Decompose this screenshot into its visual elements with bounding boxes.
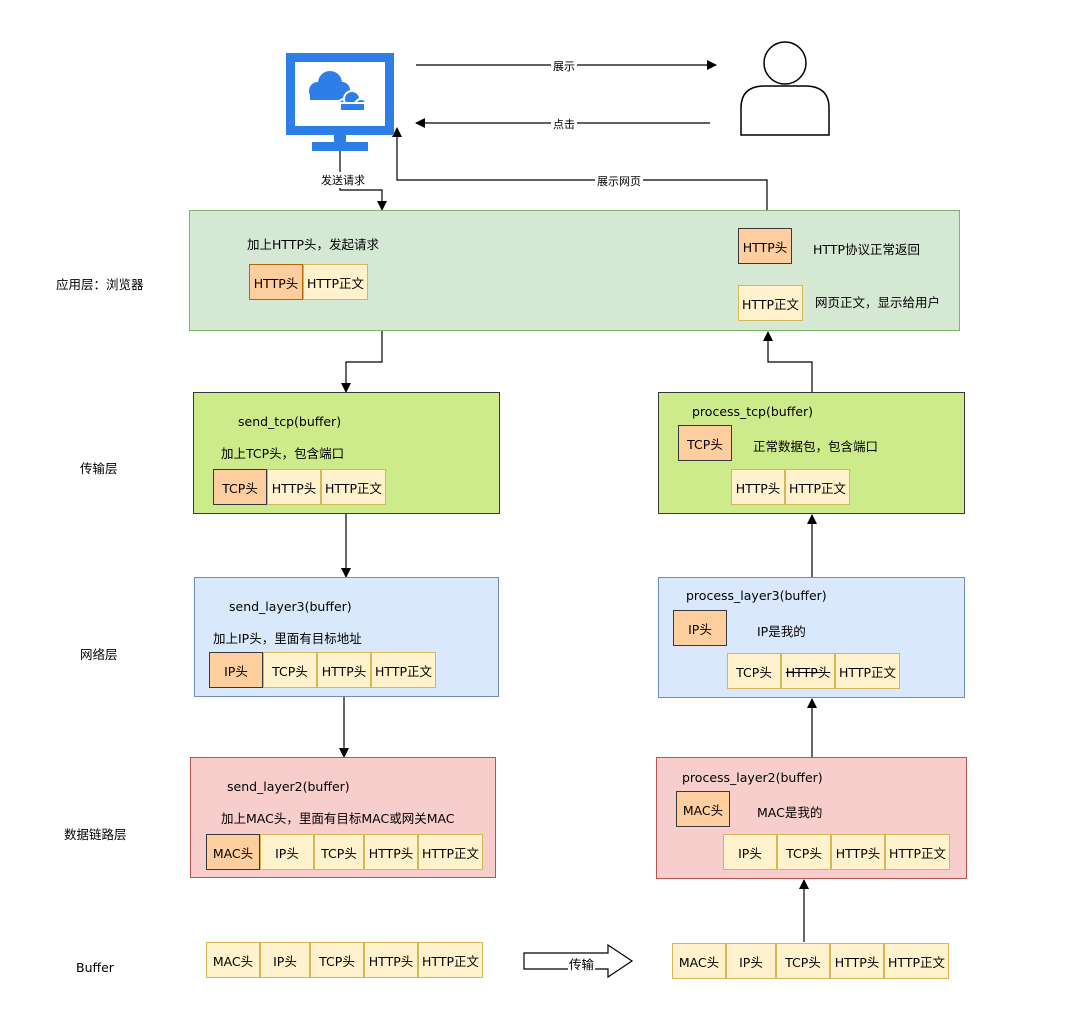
process-layer3-title: process_layer3(buffer) — [686, 588, 827, 603]
process-layer3-cell: HTTP头 — [781, 653, 835, 689]
send-layer2-caption: 加上MAC头，里面有目标MAC或网关MAC — [221, 811, 455, 826]
process-layer2-cell: IP头 — [723, 834, 777, 870]
buffer-right-cell: MAC头 — [672, 943, 726, 979]
app-right-body-cell: HTTP正文 — [738, 285, 803, 321]
buffer-left-cell: HTTP正文 — [418, 942, 483, 978]
send-request-label: 发送请求 — [319, 172, 367, 188]
user-icon — [740, 41, 830, 136]
send-layer2-cell: MAC头 — [206, 834, 260, 870]
send-tcp-cell: TCP头 — [213, 469, 267, 505]
buffer-left-cell: HTTP头 — [364, 942, 418, 978]
send-layer2-cell: IP头 — [260, 834, 314, 870]
send-tcp-cell: HTTP正文 — [321, 469, 386, 505]
layer-label-datalink: 数据链路层 — [64, 827, 127, 842]
process-layer3-cell: HTTP正文 — [835, 653, 900, 689]
buffer-right-cell: HTTP正文 — [884, 943, 949, 979]
buffer-left-cell: IP头 — [260, 942, 310, 978]
process-layer2-cell: HTTP正文 — [885, 834, 950, 870]
app-to-tcp-arrow — [341, 331, 383, 393]
layer-label-transport: 传输层 — [80, 461, 118, 476]
app-right-body-caption: 网页正文，显示给用户 — [815, 295, 941, 310]
monitor-icon — [286, 53, 394, 151]
show-label: 展示 — [551, 58, 577, 74]
process-layer2-head-cell: MAC头 — [676, 791, 730, 827]
app-http-head-cell: HTTP头 — [249, 264, 303, 300]
process-layer3-cell: TCP头 — [727, 653, 781, 689]
app-right-head-cell: HTTP头 — [738, 228, 792, 264]
layer-label-app: 应用层：浏览器 — [56, 277, 144, 292]
app-right-head-caption: HTTP协议正常返回 — [813, 242, 920, 257]
process-tcp-caption: 正常数据包，包含端口 — [753, 439, 879, 454]
send-tcp-caption: 加上TCP头，包含端口 — [221, 446, 345, 461]
send-layer3-caption: 加上IP头，里面有目标地址 — [213, 631, 362, 646]
send-tcp-title: send_tcp(buffer) — [238, 414, 342, 429]
buffer-left-cell: MAC头 — [206, 942, 260, 978]
buffer-right-cell: IP头 — [726, 943, 776, 979]
send-layer2-title: send_layer2(buffer) — [227, 779, 350, 794]
show-page-arrow — [392, 127, 768, 210]
process-layer3-head-cell: IP头 — [673, 610, 727, 646]
send-layer2-cell: HTTP头 — [364, 834, 418, 870]
process-tcp-title: process_tcp(buffer) — [692, 404, 814, 419]
send-layer3-cell: TCP头 — [263, 652, 317, 688]
buffer-right-cell: TCP头 — [776, 943, 830, 979]
send-layer2-cell: TCP头 — [314, 834, 364, 870]
process-layer2-title: process_layer2(buffer) — [682, 770, 823, 785]
send-layer3-cell: IP头 — [209, 652, 263, 688]
app-http-body-cell: HTTP正文 — [303, 264, 368, 300]
process-layer2-cell: HTTP头 — [831, 834, 885, 870]
send-layer3-cell: HTTP正文 — [371, 652, 436, 688]
send-tcp-cell: HTTP头 — [267, 469, 321, 505]
process-tcp-head-cell: TCP头 — [678, 425, 732, 461]
process-layer2-cell: TCP头 — [777, 834, 831, 870]
show-page-label: 展示网页 — [595, 173, 643, 189]
app-left-caption: 加上HTTP头，发起请求 — [247, 237, 379, 252]
send-layer3-title: send_layer3(buffer) — [229, 599, 352, 614]
buffer-right-cell: HTTP头 — [830, 943, 884, 979]
send-request-arrow — [339, 150, 387, 211]
layer-label-buffer: Buffer — [76, 960, 114, 975]
layer-label-network: 网络层 — [80, 647, 118, 662]
buffer-left-cell: TCP头 — [310, 942, 364, 978]
send-layer3-cell: HTTP头 — [317, 652, 371, 688]
process-layer3-caption: IP是我的 — [757, 624, 806, 639]
process-tcp-cell: HTTP头 — [731, 469, 785, 505]
process-layer2-caption: MAC是我的 — [757, 805, 823, 820]
transfer-label: 传输 — [568, 954, 596, 973]
send-layer2-cell: HTTP正文 — [418, 834, 483, 870]
ptcp-to-app-arrow — [763, 331, 813, 392]
process-tcp-cell: HTTP正文 — [785, 469, 850, 505]
click-label: 点击 — [551, 116, 577, 132]
